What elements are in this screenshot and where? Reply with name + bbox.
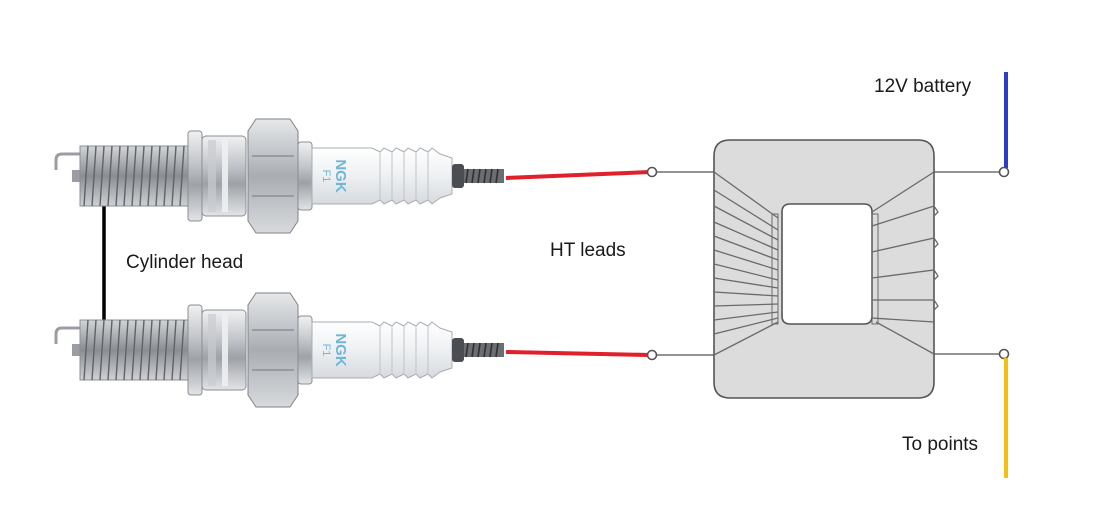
battery-label: 12V battery — [874, 76, 972, 97]
ht-terminal-top — [646, 166, 658, 178]
primary-terminal-bottom — [998, 348, 1010, 360]
ht-leads-label: HT leads — [550, 240, 626, 261]
plug-2-mark: F1 — [320, 344, 332, 357]
primary-terminal-top — [998, 166, 1010, 178]
ignition-coil — [713, 139, 939, 399]
plug-1-mark: F1 — [320, 170, 332, 183]
spark-plug-2: NGK F1 — [54, 291, 506, 409]
spark-plug-1: NGK F1 — [54, 117, 506, 235]
plug-2-brand: NGK — [332, 333, 349, 367]
plug-1-brand: NGK — [332, 159, 349, 193]
primary-winding — [871, 171, 939, 355]
points-label: To points — [902, 434, 979, 455]
ht-lead-1 — [505, 170, 651, 180]
ht-lead-2 — [505, 350, 651, 357]
secondary-winding — [713, 171, 779, 356]
ht-terminal-bottom — [646, 349, 658, 361]
cylinder-head-label: Cylinder head — [126, 252, 244, 273]
